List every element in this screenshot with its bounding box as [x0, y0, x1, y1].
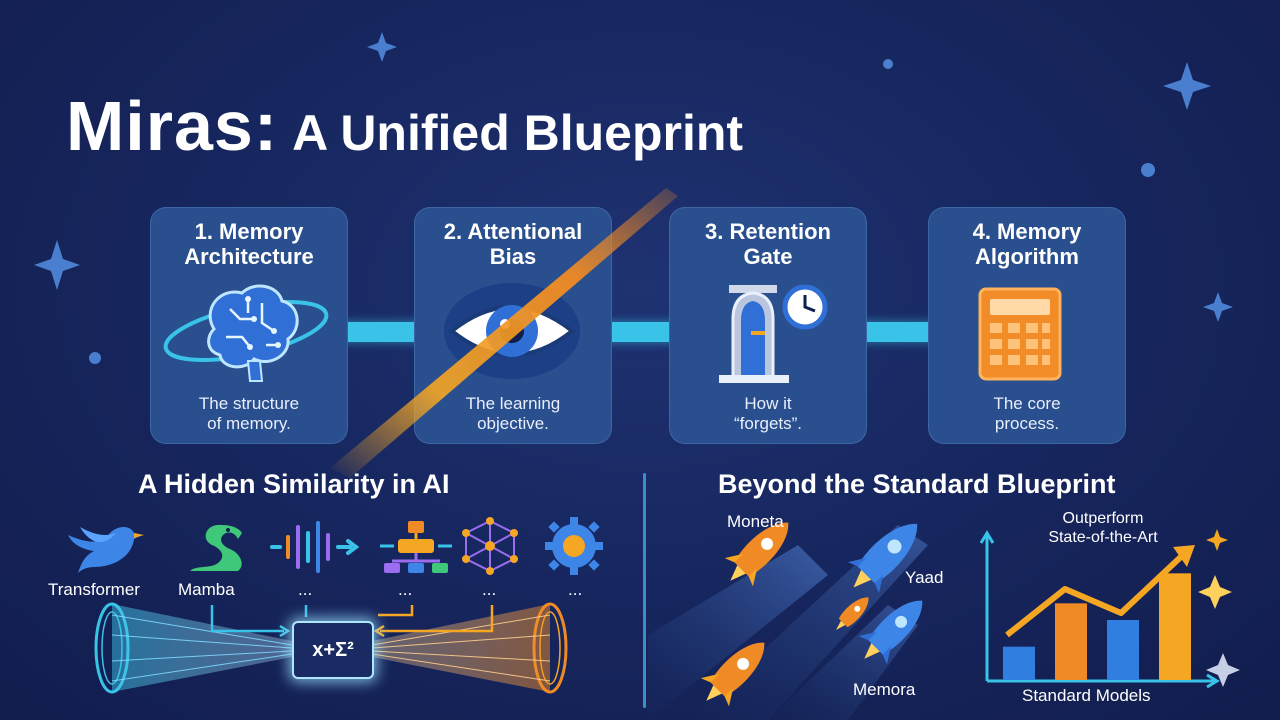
model-label-other: ...: [298, 580, 313, 599]
chart-bottom-label: Standard Models: [1022, 686, 1151, 705]
rocket-icon: [847, 523, 918, 594]
rocket-label-memora: Memora: [853, 680, 916, 699]
sparkle-icon: [1206, 529, 1228, 551]
title-main: Miras:: [66, 87, 279, 165]
rockets-illustration: [648, 522, 928, 720]
trend-arrow-icon: [1173, 545, 1195, 567]
section-heading-beyond-blueprint: Beyond the Standard Blueprint: [718, 469, 1116, 499]
calculator-icon: [978, 287, 1062, 381]
snake-icon: [190, 524, 242, 571]
gear-icon: [545, 517, 603, 575]
section-divider: [643, 473, 646, 708]
performance-chart: [979, 529, 1240, 689]
chart-bar: [1055, 603, 1087, 680]
page-title: Miras:A Unified Blueprint: [66, 86, 743, 166]
hierarchy-icon: [380, 521, 452, 573]
waveform-icon: [270, 521, 360, 573]
rocket-icon: [724, 522, 789, 587]
star-icon: [1163, 62, 1211, 110]
title-sub: A Unified Blueprint: [292, 105, 744, 161]
rocket-icon: [700, 642, 765, 707]
star-icon: [1203, 292, 1233, 322]
chart-bar: [1159, 573, 1191, 680]
model-icons-row: [68, 517, 603, 575]
network-icon: [462, 517, 518, 575]
rocket-label-yaad: Yaad: [905, 568, 944, 587]
trend-line: [1005, 550, 1188, 638]
model-label-other: ...: [482, 580, 497, 599]
star-icon: [34, 240, 80, 290]
gate-clock-icon: [719, 284, 828, 383]
rocket-label-moneta: Moneta: [727, 512, 784, 531]
rocket-icon: [836, 597, 869, 630]
brain-icon: [163, 284, 329, 382]
star-icon: [367, 32, 397, 62]
card-description: How it“forgets”.: [733, 394, 803, 433]
unified-formula: x+Σ²: [292, 621, 374, 679]
chart-bar: [1003, 646, 1035, 680]
sparkle-icon: [1198, 575, 1232, 609]
bird-icon: [68, 527, 144, 573]
chart-bar: [1107, 620, 1139, 680]
model-label-mamba: Mamba: [178, 580, 235, 599]
model-label-other: ...: [398, 580, 413, 599]
convergence-diagram: [94, 602, 568, 694]
sparkle-icon: [1206, 653, 1240, 687]
rocket-icon: [858, 600, 923, 665]
section-heading-hidden-similarity: A Hidden Similarity in AI: [138, 469, 450, 499]
chart-top-label: Outperform State-of-the-Art: [1048, 510, 1158, 546]
model-label-transformer: Transformer: [48, 580, 140, 599]
model-label-other: ...: [568, 580, 583, 599]
